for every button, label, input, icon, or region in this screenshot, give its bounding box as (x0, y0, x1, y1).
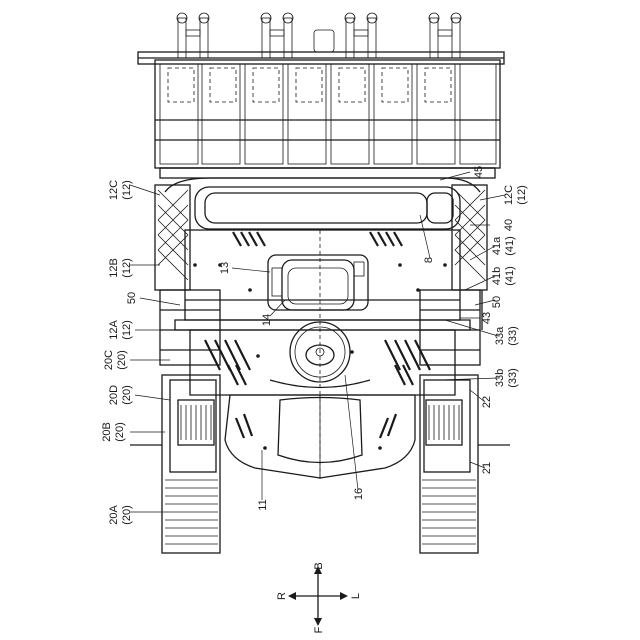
label-20b-sub: (20) (114, 422, 126, 442)
compass-front-label: F (313, 626, 325, 633)
label-21: 21 (481, 462, 493, 474)
label-12c-right: 12C (503, 185, 515, 205)
label-22: 22 (481, 396, 493, 408)
label-12c-left: 12C (108, 180, 120, 200)
label-43: 43 (481, 312, 493, 324)
left-crawler (130, 375, 220, 553)
label-41a-sub: (41) (504, 236, 516, 256)
label-20c-sub: (20) (116, 350, 128, 370)
label-20b: 20B (101, 422, 113, 442)
label-12b-sub: (12) (121, 258, 133, 278)
planting-unit (138, 13, 504, 178)
label-12a: 12A (108, 320, 120, 340)
arrow-down-icon (314, 618, 322, 626)
arrow-right-icon (340, 592, 348, 600)
label-20d-sub: (20) (121, 385, 133, 405)
label-33a: 33a (494, 326, 506, 345)
direction-compass: B F R L (276, 562, 362, 633)
label-12b: 12B (108, 258, 120, 278)
label-50-left: 50 (126, 292, 138, 304)
arrow-left-icon (288, 592, 296, 600)
label-12a-sub: (12) (121, 320, 133, 340)
label-50-right: 50 (491, 296, 503, 308)
label-20d: 20D (108, 385, 120, 405)
label-41b: 41b (491, 267, 503, 285)
label-20a: 20A (108, 505, 120, 525)
label-8: 8 (423, 257, 435, 263)
label-40: 40 (503, 219, 515, 231)
label-20a-sub: (20) (121, 505, 133, 525)
label-33a-sub: (33) (507, 326, 519, 346)
compass-right-label: R (276, 592, 288, 600)
label-13: 13 (219, 262, 231, 274)
label-12c-right-sub: (12) (516, 185, 528, 205)
label-14: 14 (261, 314, 273, 326)
label-41a: 41a (491, 236, 503, 255)
label-11: 11 (257, 499, 269, 510)
label-41b-sub: (41) (504, 266, 516, 286)
seedling-trays (160, 64, 496, 164)
label-33b-sub: (33) (507, 368, 519, 388)
label-33b: 33b (494, 369, 506, 387)
label-45: 45 (473, 166, 485, 178)
compass-back-label: B (313, 562, 325, 569)
label-16: 16 (353, 488, 365, 500)
label-20c: 20C (103, 350, 115, 370)
left-side-guard (155, 185, 220, 365)
fertilizer-tank (165, 178, 480, 229)
label-12c-left-sub: (12) (121, 180, 133, 200)
compass-left-label: L (350, 593, 362, 599)
right-crawler (420, 375, 510, 553)
planting-claws (177, 13, 461, 58)
